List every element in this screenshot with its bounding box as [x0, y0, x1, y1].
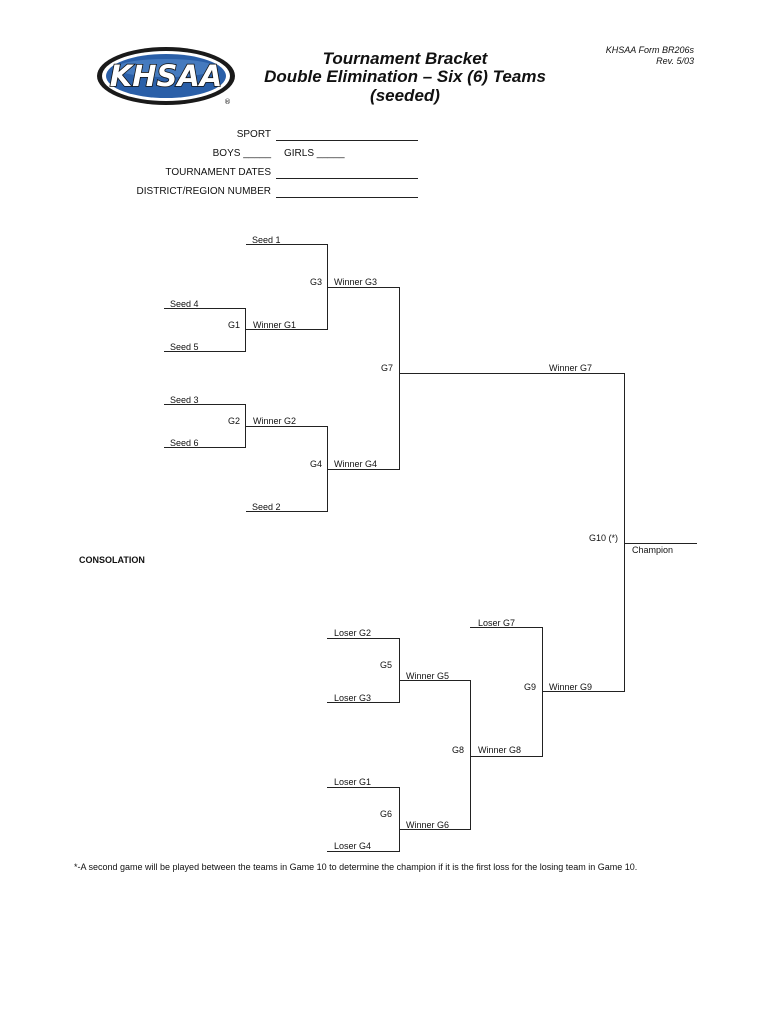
winner-g7-label: Winner G7 [549, 363, 593, 373]
svg-text:KHSAA: KHSAA [110, 59, 223, 93]
winner-g3-label: Winner G3 [334, 277, 378, 287]
sport-label: SPORT [236, 129, 271, 140]
game-g6-label: G6 [379, 809, 392, 819]
svg-text:®: ® [224, 98, 231, 106]
winner-g4-label: Winner G4 [334, 459, 378, 469]
game-g9-label: G9 [523, 682, 536, 692]
form-id: KHSAA Form BR206s [605, 45, 694, 55]
girls-field[interactable]: GIRLS _____ [284, 148, 345, 159]
district-region-field[interactable] [276, 197, 418, 198]
boys-field[interactable]: BOYS _____ [212, 148, 271, 159]
seed-2-label: Seed 2 [252, 502, 281, 512]
seed-1-label: Seed 1 [252, 235, 281, 245]
form-revision: Rev. 5/03 [656, 56, 694, 66]
loser-g1-label: Loser G1 [334, 777, 372, 787]
game-g4-label: G4 [309, 459, 322, 469]
winner-g1-label: Winner G1 [253, 320, 297, 330]
game-g1-label: G1 [227, 320, 240, 330]
seed-3-label: Seed 3 [170, 395, 199, 405]
champion-label: Champion [632, 545, 674, 555]
loser-g3-label: Loser G3 [334, 693, 372, 703]
loser-g4-label: Loser G4 [334, 841, 372, 851]
loser-g7-label: Loser G7 [478, 618, 516, 628]
seed-6-label: Seed 6 [170, 438, 199, 448]
tournament-dates-field[interactable] [276, 178, 418, 179]
page-title-line3: (seeded) [370, 86, 440, 105]
game-g2-label: G2 [227, 416, 240, 426]
game-g8-label: G8 [451, 745, 464, 755]
page-title-line2: Double Elimination – Six (6) Teams [264, 67, 546, 86]
consolation-heading: CONSOLATION [79, 555, 145, 565]
tournament-dates-label: TOURNAMENT DATES [165, 167, 271, 178]
winner-g2-label: Winner G2 [253, 416, 297, 426]
seed-5-label: Seed 5 [170, 342, 199, 352]
footnote: *-A second game will be played between t… [74, 862, 638, 872]
khsaa-logo: KHSAA ® [97, 47, 235, 106]
seed-4-label: Seed 4 [170, 299, 199, 309]
winner-g8-label: Winner G8 [478, 745, 522, 755]
game-g7-label: G7 [380, 363, 393, 373]
winner-g6-label: Winner G6 [406, 820, 450, 830]
page-title-line1: Tournament Bracket [322, 49, 488, 68]
game-g3-label: G3 [309, 277, 322, 287]
sport-field[interactable] [276, 140, 418, 141]
district-region-label: DISTRICT/REGION NUMBER [136, 186, 271, 197]
winner-g5-label: Winner G5 [406, 671, 450, 681]
winner-g9-label: Winner G9 [549, 682, 593, 692]
game-g10-label: G10 (*) [588, 533, 618, 543]
game-g5-label: G5 [379, 660, 392, 670]
loser-g2-label: Loser G2 [334, 628, 372, 638]
